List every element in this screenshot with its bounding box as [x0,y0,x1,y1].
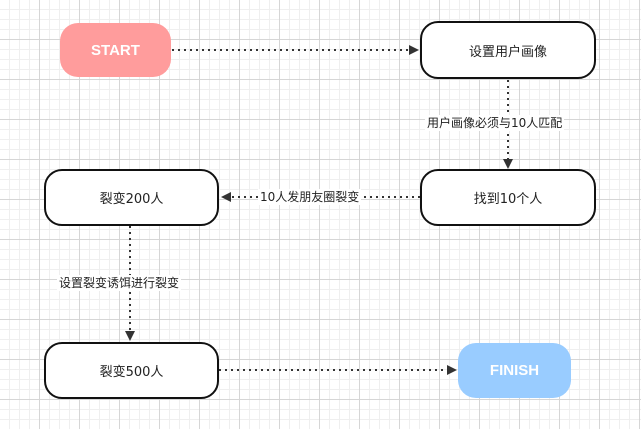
edge-label-persona-to-find: 用户画像必须与10人匹配 [425,115,565,131]
finish-node[interactable]: FINISH [458,343,571,398]
set-user-persona-node[interactable]: 设置用户画像 [420,21,596,79]
edge-label-200-to-500: 设置裂变诱饵进行裂变 [57,275,182,291]
fission-500-node[interactable]: 裂变500人 [44,342,219,399]
find-ten-people-node[interactable]: 找到10个人 [420,169,596,226]
start-node[interactable]: START [60,23,171,77]
fission-200-node[interactable]: 裂变200人 [44,169,219,226]
edge-label-find-to-200: 10人发朋友圈裂变 [258,189,362,205]
